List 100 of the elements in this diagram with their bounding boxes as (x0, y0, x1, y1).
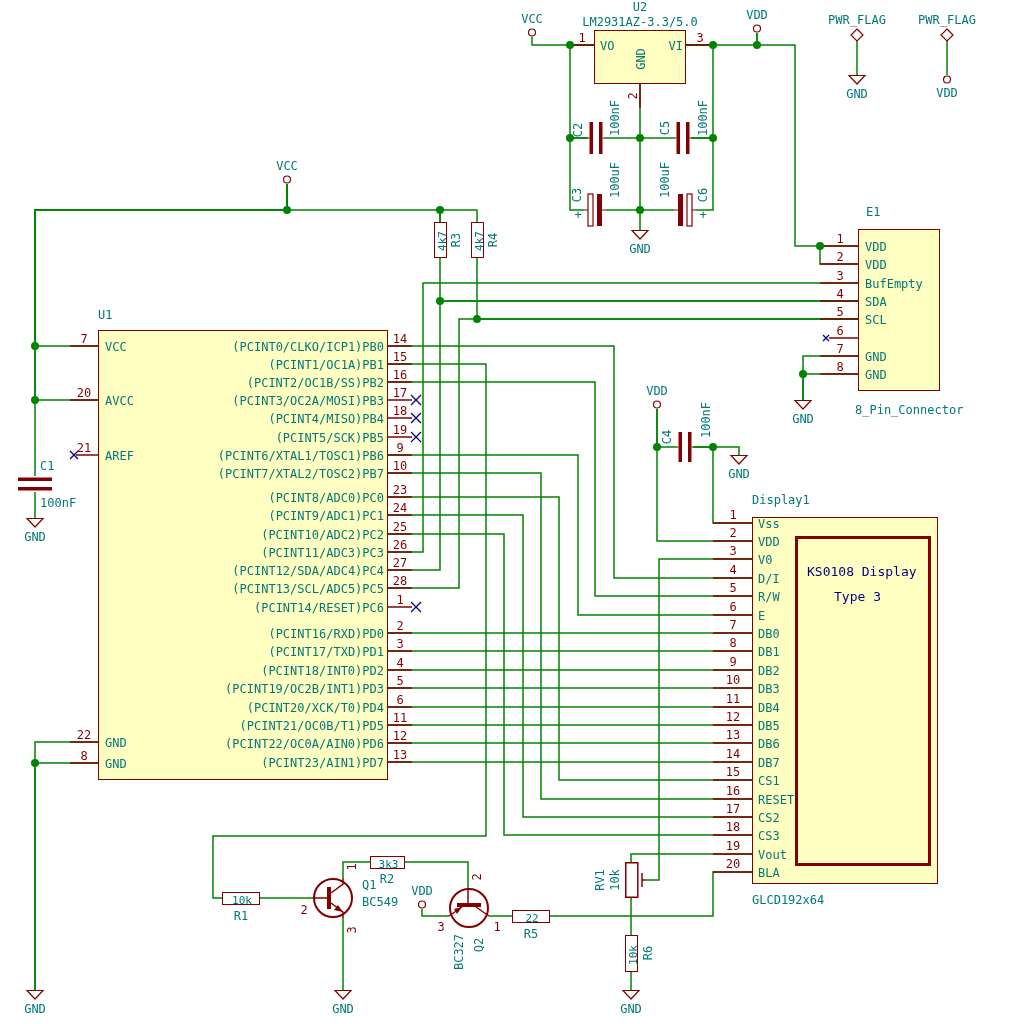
pin-number: 19 (725, 839, 741, 853)
wire (569, 137, 589, 211)
pin-name: (PCINT5/SCK)PB5 (275, 431, 384, 445)
pin-name: (PCINT11/ADC3)PC3 (261, 546, 384, 560)
value-label: 4k7 (436, 231, 447, 251)
value-label: 100nF (40, 496, 77, 510)
net-label: VDD (746, 8, 768, 22)
reference-designator: C1 (40, 459, 55, 473)
pin-name: (PCINT10/ADC2)PC2 (261, 528, 384, 542)
pin-number: 2 (729, 526, 737, 540)
wire (690, 137, 714, 211)
reference-designator: C5 (658, 120, 672, 136)
pin-name: DB3 (758, 682, 780, 696)
pin-number: 9 (729, 655, 737, 669)
pin-number: 10 (392, 459, 408, 473)
pin-number: 7 (836, 342, 844, 356)
pin-name: GND (105, 757, 127, 771)
wire (212, 363, 487, 899)
pin-number: 3 (437, 920, 445, 934)
net-label: GND (620, 1002, 642, 1016)
value-label: 22 (525, 912, 539, 923)
pin-number: 6 (836, 324, 844, 338)
value-label: 100nF (699, 401, 713, 439)
wire (603, 137, 676, 139)
pin-name: (PCINT8/ADC0)PC0 (268, 491, 384, 505)
pin-name: VO (600, 39, 615, 53)
net-label: VDD (411, 884, 433, 898)
pin-name: V0 (758, 553, 773, 567)
part-value: 8_Pin_Connector (855, 403, 964, 417)
pin-number: 15 (392, 350, 408, 364)
value-label: BC549 (362, 895, 399, 909)
value-label: 100uF (658, 161, 672, 199)
pin-name: (PCINT2/OC1B/SS)PB2 (246, 376, 384, 390)
reference-designator: R2 (379, 872, 395, 886)
value-label: 10k (627, 944, 638, 965)
net-label: GND (629, 242, 651, 256)
pin-name: (PCINT1/OC1A)PB1 (268, 358, 384, 372)
pin-number: 20 (76, 386, 92, 400)
polarized-capacitor-symbol (584, 192, 606, 228)
capacitor-symbol (677, 432, 693, 462)
reference-designator: Q2 (472, 937, 486, 953)
pin-name: AREF (105, 449, 134, 463)
reference-designator: Q1 (362, 878, 377, 892)
pin-number: 3 (345, 926, 359, 934)
pin-number: 21 (76, 441, 92, 455)
wire (856, 40, 858, 76)
pin-name: DB2 (758, 664, 780, 678)
pin-number: 6 (729, 600, 737, 614)
pin-number: 8 (80, 749, 88, 763)
polarized-capacitor-symbol (674, 192, 696, 228)
pin-name: (PCINT17/TXD)PD1 (268, 645, 384, 659)
capacitor-symbol (675, 122, 691, 154)
reference-designator: R3 (449, 232, 463, 248)
pin-number: 11 (392, 711, 408, 725)
pin-number: 17 (725, 802, 741, 816)
pin-number: 3 (696, 31, 704, 45)
net-label: VCC (276, 159, 298, 173)
pin-number: 14 (725, 747, 741, 761)
pin-number: 1 (493, 920, 501, 934)
pin-name: (PCINT6/XTAL1/TOSC1)PB6 (217, 449, 384, 463)
part-value: LM2931AZ-3.3/5.0 (582, 15, 698, 29)
pin-name: (PCINT13/SCL/ADC5)PC5 (232, 582, 384, 596)
pin-number: 22 (76, 728, 92, 742)
pin-name: R/W (758, 590, 780, 604)
capacitor-symbol (588, 122, 604, 154)
pin-number: 4 (729, 563, 737, 577)
part-value: GLCD192x64 (752, 893, 825, 907)
pin-name: DB6 (758, 737, 780, 751)
pin-name: AVCC (105, 394, 134, 408)
reference-designator: E1 (866, 205, 881, 219)
pin-number: 5 (836, 305, 844, 319)
pin-number: 24 (392, 501, 408, 515)
pin-number: 25 (392, 520, 408, 534)
display-module-symbol (752, 517, 938, 884)
reference-designator: R1 (233, 909, 249, 923)
pin-number: 15 (725, 765, 741, 779)
pin-number: 1 (396, 593, 404, 607)
pin-name: SDA (865, 295, 887, 309)
display-caption: Type 3 (834, 590, 881, 604)
pin-number: 4 (836, 287, 844, 301)
pin-name: DB4 (758, 701, 780, 715)
pin-name: Vout (758, 848, 787, 862)
regulator-symbol (594, 30, 686, 84)
capacitor-symbol (18, 476, 52, 492)
reference-designator: C2 (571, 122, 585, 138)
pin-number: 1 (578, 31, 586, 45)
pin-name: (PCINT19/OC2B/INT1)PD3 (225, 682, 384, 696)
pin-name: (PCINT21/OC0B/T1)PD5 (239, 719, 384, 733)
wire (421, 908, 450, 917)
pin-number: 11 (725, 692, 741, 706)
pin-number: 13 (392, 748, 408, 762)
polarity-mark: + (574, 208, 582, 222)
pin-name: (PCINT7/XTAL2/TOSC2)PB7 (217, 467, 384, 481)
wire (34, 183, 288, 477)
reference-designator: Display1 (752, 493, 810, 507)
reference-designator: RV1 (593, 869, 607, 891)
value-label: 3k3 (378, 858, 399, 869)
wire (605, 209, 675, 211)
pin-name: (PCINT3/OC2A/MOSI)PB3 (232, 394, 384, 408)
pin-name: CS1 (758, 774, 780, 788)
